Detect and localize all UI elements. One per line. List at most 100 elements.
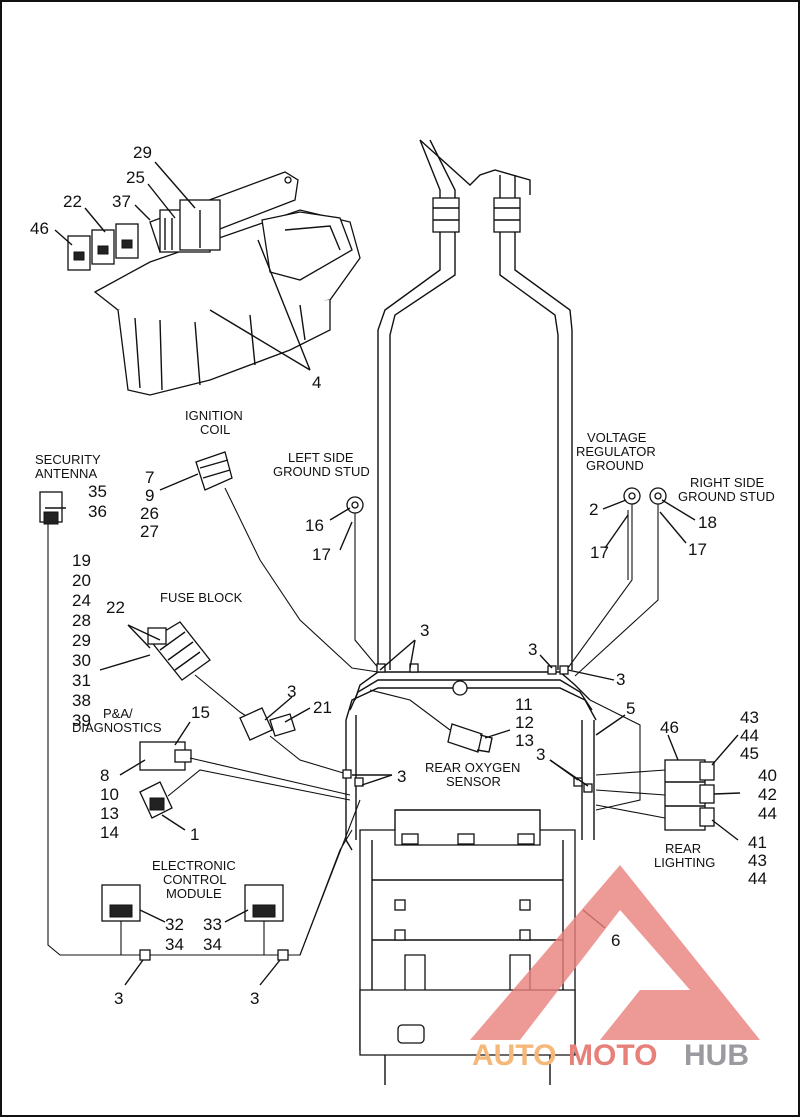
caption-o2-2: SENSOR bbox=[446, 774, 501, 789]
callout-43-bot: 43 bbox=[748, 851, 767, 870]
callout-45: 45 bbox=[740, 744, 759, 763]
callout-40: 40 bbox=[758, 766, 777, 785]
callout-1: 1 bbox=[190, 825, 199, 844]
callout-4: 4 bbox=[312, 373, 321, 392]
callout-12: 12 bbox=[515, 713, 534, 732]
callout-42: 42 bbox=[758, 785, 777, 804]
callout-numbers: 29 25 37 22 46 4 35 36 7 9 26 27 16 17 2… bbox=[30, 143, 777, 1008]
callout-13-pa: 13 bbox=[100, 804, 119, 823]
callout-31: 31 bbox=[72, 671, 91, 690]
ignition-coil-connector bbox=[195, 451, 379, 673]
callout-2: 2 bbox=[589, 500, 598, 519]
callout-14: 14 bbox=[100, 823, 119, 842]
callout-34-b: 34 bbox=[203, 935, 222, 954]
watermark: AUTO MOTO HUB bbox=[470, 865, 760, 1072]
callout-17-left: 17 bbox=[312, 545, 331, 564]
caption-pa-1: P&A/ bbox=[103, 706, 133, 721]
callout-3-mid-right: 3 bbox=[536, 745, 545, 764]
callout-28: 28 bbox=[72, 611, 91, 630]
callout-29-top: 29 bbox=[133, 143, 152, 162]
callout-34-a: 34 bbox=[165, 935, 184, 954]
caption-rear-lighting-2: LIGHTING bbox=[654, 855, 715, 870]
callout-22-fuse: 22 bbox=[106, 598, 125, 617]
watermark-logo-icon bbox=[470, 865, 760, 1040]
rear-lighting-connectors bbox=[589, 699, 715, 831]
callout-38: 38 bbox=[72, 691, 91, 710]
callout-22-top: 22 bbox=[63, 192, 82, 211]
caption-rear-lighting-1: REAR bbox=[665, 841, 701, 856]
caption-pa-2: DIAGNOSTICS bbox=[72, 720, 162, 735]
callout-20: 20 bbox=[72, 571, 91, 590]
caption-left-stud-1: LEFT SIDE bbox=[288, 450, 354, 465]
caption-ecm-2: CONTROL bbox=[163, 872, 227, 887]
watermark-auto: AUTO bbox=[472, 1039, 556, 1072]
callout-13-o2: 13 bbox=[515, 731, 534, 750]
callout-24: 24 bbox=[72, 591, 91, 610]
callout-43-top: 43 bbox=[740, 708, 759, 727]
callout-3-top-mid: 3 bbox=[528, 640, 537, 659]
callout-11: 11 bbox=[515, 695, 533, 714]
caption-ecm-1: ELECTRONIC bbox=[152, 858, 236, 873]
callout-16: 16 bbox=[305, 516, 324, 535]
callout-41: 41 bbox=[748, 833, 767, 852]
callout-44-bot: 44 bbox=[748, 869, 767, 888]
callout-46-top: 46 bbox=[30, 219, 49, 238]
callout-44-top: 44 bbox=[740, 726, 759, 745]
callout-15: 15 bbox=[191, 703, 210, 722]
callout-3-bot-b: 3 bbox=[250, 989, 259, 1008]
fuse-block-part bbox=[147, 621, 261, 726]
rear-oxygen-sensor-part bbox=[369, 689, 493, 753]
callout-39: 39 bbox=[72, 711, 91, 730]
callout-5: 5 bbox=[626, 699, 635, 718]
caption-ignition-coil-1: IGNITION bbox=[185, 408, 243, 423]
callout-35: 35 bbox=[88, 482, 107, 501]
caption-voltage-regulator-1: VOLTAGE bbox=[587, 430, 647, 445]
callout-3-top-right: 3 bbox=[616, 670, 625, 689]
captions: SECURITY ANTENNA IGNITION COIL LEFT SIDE… bbox=[35, 408, 775, 901]
ecm-connectors bbox=[101, 799, 361, 961]
pa-diagnostics-connectors bbox=[139, 741, 351, 819]
cable-clips bbox=[342, 663, 593, 793]
callout-19: 19 bbox=[72, 551, 91, 570]
top-leaders bbox=[54, 161, 311, 371]
callout-27: 27 bbox=[140, 522, 159, 541]
watermark-moto: MOTO bbox=[568, 1039, 657, 1072]
callout-29-fuse: 29 bbox=[72, 631, 91, 650]
callout-17-rs: 17 bbox=[688, 540, 707, 559]
callout-3-bot-a: 3 bbox=[114, 989, 123, 1008]
caption-left-stud-2: GROUND STUD bbox=[273, 464, 370, 479]
callout-21: 21 bbox=[313, 698, 332, 717]
callout-30: 30 bbox=[72, 651, 91, 670]
caption-voltage-regulator-2: REGULATOR bbox=[576, 444, 656, 459]
caption-security-antenna-1: SECURITY bbox=[35, 452, 101, 467]
callout-32: 32 bbox=[165, 915, 184, 934]
callout-8: 8 bbox=[100, 766, 109, 785]
callout-46-lighting: 46 bbox=[660, 718, 679, 737]
callout-3-mid-left: 3 bbox=[397, 767, 406, 786]
callout-leaders bbox=[45, 473, 741, 986]
caption-right-stud-2: GROUND STUD bbox=[678, 489, 775, 504]
caption-ignition-coil-2: COIL bbox=[200, 422, 230, 437]
watermark-hub: HUB bbox=[684, 1039, 749, 1072]
main-harness bbox=[345, 139, 597, 851]
caption-o2-1: REAR OXYGEN bbox=[425, 760, 520, 775]
callout-26: 26 bbox=[140, 504, 159, 523]
relay-tray-assembly bbox=[67, 171, 361, 396]
callout-3-connector: 3 bbox=[287, 682, 296, 701]
connector-21 bbox=[239, 707, 351, 776]
callout-44-mid: 44 bbox=[758, 804, 777, 823]
callout-7: 7 bbox=[145, 468, 154, 487]
caption-security-antenna-2: ANTENNA bbox=[35, 466, 97, 481]
callout-36: 36 bbox=[88, 502, 107, 521]
caption-ecm-3: MODULE bbox=[166, 886, 222, 901]
callout-6: 6 bbox=[611, 931, 620, 950]
callout-17-vr: 17 bbox=[590, 543, 609, 562]
callout-9: 9 bbox=[145, 486, 154, 505]
callout-10: 10 bbox=[100, 785, 119, 804]
caption-fuse-block: FUSE BLOCK bbox=[160, 590, 243, 605]
callout-3-top-left: 3 bbox=[420, 621, 429, 640]
callout-33: 33 bbox=[203, 915, 222, 934]
